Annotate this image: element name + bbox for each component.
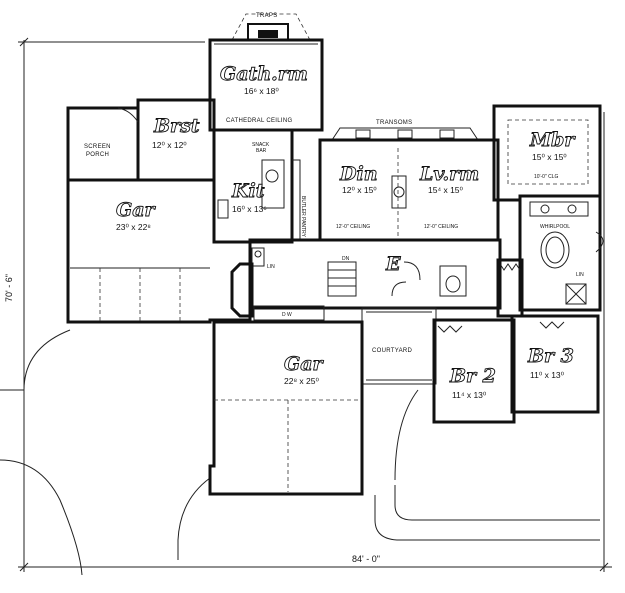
dining-size: 12⁰ x 15⁰ [342,185,377,195]
master-lin-label: LIN [576,272,584,278]
entry-bay [230,262,254,318]
garage-left-size: 23⁰ x 22⁸ [116,222,151,232]
master-closet [496,258,524,318]
bedroom-3 [510,314,600,414]
garage-left [66,178,252,324]
gathering-room-name: Gath.rm [220,63,308,85]
dn-label: DN [342,256,350,262]
laundry-counter [253,305,325,321]
transom-windows [331,127,479,141]
master-ceiling-label: 10'-0" CLG [534,174,559,180]
master-bath [518,194,602,312]
bedroom-2-name: Br 2 [449,365,496,387]
dining-name: Din [339,163,378,185]
courtyard [361,307,437,385]
living-size: 15⁴ x 15⁰ [428,185,464,195]
kitchen-size: 16⁰ x 13⁶ [232,204,267,214]
gathering-room-size: 16⁶ x 18⁰ [244,86,279,96]
courtyard-label: COURTYARD [372,348,413,354]
snack-bar-label-1: SNACK [252,142,270,148]
garage-left-name: Gar [116,199,157,221]
garage-right-name: Gar [284,353,325,375]
garage-right [208,320,364,496]
master-bedroom-name: Mbr [529,129,576,151]
overall-dimension-lines [18,37,612,572]
bedroom-3-size: 11⁰ x 13⁰ [530,370,565,380]
overall-width-label: 84' - 0" [352,554,380,564]
butler-pantry-label: BUTLER PANTRY [300,196,306,238]
screen-porch-label-2: PORCH [86,152,109,158]
whirlpool-label: WHIRLPOOL [540,224,570,230]
central-hall [248,238,502,310]
garage-right-size: 22⁸ x 25⁰ [284,376,319,386]
bedroom-2 [432,318,516,424]
bedroom-2-size: 11⁴ x 13⁰ [452,390,487,400]
breakfast-room-size: 12⁰ x 12⁰ [152,140,187,150]
kitchen-name: Kit [231,180,265,202]
dining-ceiling-label: 12'-0" CEILING [336,224,370,230]
breakfast-room-name: Brst [153,115,200,137]
living-name: Lv.rm [419,163,479,185]
snack-bar-label-2: BAR [256,148,267,154]
driveway [0,329,600,576]
bedroom-3-name: Br 3 [527,345,574,367]
screen-porch-label-1: SCREEN [84,144,111,150]
gathering-room [208,38,324,132]
cathedral-ceiling-label: CATHEDRAL CEILING [226,118,292,124]
hall-lin-label: LIN [267,264,275,270]
master-bedroom-size: 15⁰ x 15⁰ [532,152,567,162]
traps-label: TRAPS [256,13,278,19]
living-ceiling-label: 12'-0" CEILING [424,224,458,230]
transoms-label: TRANSOMS [376,120,412,126]
overall-depth-label: 70' - 6" [4,274,14,302]
entry-label: E [385,253,401,275]
dw-label: D W [282,312,292,318]
